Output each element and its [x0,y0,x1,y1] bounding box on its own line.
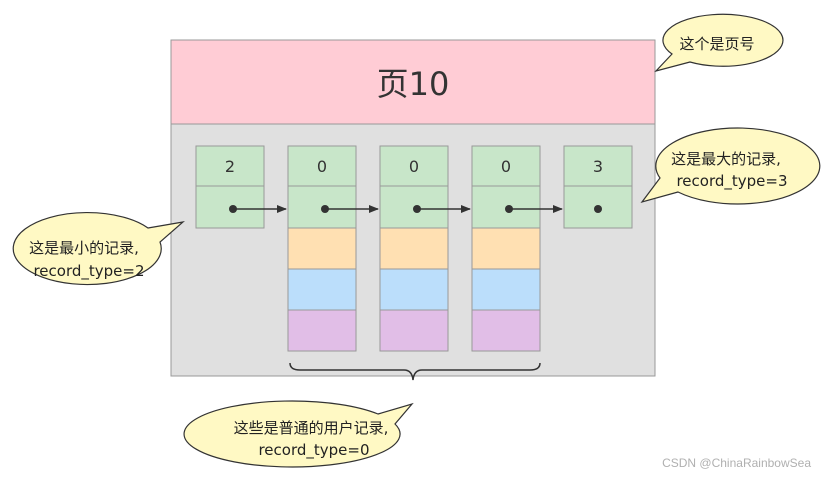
record-data-cell [287,227,357,270]
record-header-cell [195,145,265,187]
callout-text: record_type=2 [33,262,144,281]
callout-bubble [654,13,784,73]
callout-text: 这些是普通的用户记录, [234,419,389,437]
record-data-cell [287,268,357,311]
watermark: CSDN @ChinaRainbowSea [662,456,811,470]
record-data-cell [471,227,541,270]
callout-text: record_type=3 [676,172,787,191]
callout-user-records: 这些是普通的用户记录, record_type=0 [183,400,414,468]
callout-text: 这是最小的记录, [29,239,139,257]
callout-text: record_type=0 [258,441,369,460]
callout-bubble [183,400,414,468]
record-type-value: 2 [225,157,235,176]
record-header-cell [471,145,541,187]
record-chain: 2 0 0 0 3 [195,145,633,352]
record-header-cell [563,145,633,187]
record-data-cell [471,268,541,311]
callout-min-record: 这是最小的记录, record_type=2 [12,211,186,286]
record-type-value: 3 [593,157,603,176]
pointer-dot [594,205,602,213]
record-type-value: 0 [317,157,327,176]
callout-bubble [640,127,821,205]
record-infimum: 2 [195,145,287,229]
record-type-value: 0 [409,157,419,176]
page-header-band [170,39,656,125]
record-data-cell [471,309,541,352]
record-data-cell [379,227,449,270]
callout-page-number: 这个是页号 [654,13,784,73]
page-title: 页10 [377,65,450,103]
record-type-value: 0 [501,157,511,176]
record-header-cell [379,145,449,187]
record-data-cell [379,309,449,352]
callout-max-record: 这是最大的记录, record_type=3 [640,127,821,205]
record-data-cell [287,309,357,352]
record-supremum: 3 [563,145,633,229]
callout-bubble [12,211,186,286]
record-user-1: 0 [287,145,379,352]
callout-text: 这个是页号 [679,35,754,53]
record-user-3: 0 [471,145,563,352]
record-user-2: 0 [379,145,471,352]
callout-text: 这是最大的记录, [671,150,781,168]
user-records-brace [289,362,541,381]
record-data-cell [379,268,449,311]
